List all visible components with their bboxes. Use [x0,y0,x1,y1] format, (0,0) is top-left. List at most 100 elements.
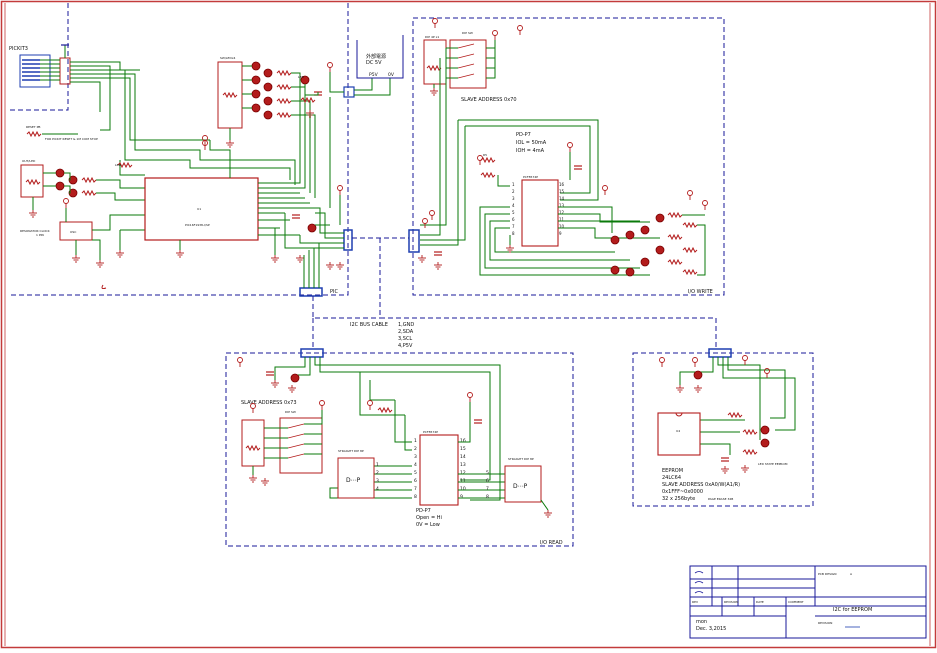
svg-text:U4: U4 [676,429,680,433]
pic-block: PIC PICKIT3 [8,3,404,297]
svg-text:3: 3 [512,196,515,201]
svg-text:4: 4 [376,486,379,492]
svg-text:PCF8574P: PCF8574P [423,430,438,434]
svg-text:7: 7 [486,486,489,492]
write-block: I/O WRITE DIP 4P x1 DIP SW SLAVE ADDRESS… [408,17,725,296]
write-ioh: IOH = 4mA [516,148,545,154]
svg-text:3: 3 [376,478,379,484]
read-slave-address: SLAVE ADDRESS 0x73 [241,400,297,406]
pic-label: PIC [330,289,338,295]
svg-text:10: 10 [559,224,565,229]
svg-text:5: 5 [414,470,417,476]
svg-text:LED STATE EEPROM: LED STATE EEPROM [758,462,788,466]
svg-text:SW/LEDx4: SW/LEDx4 [220,56,236,60]
svg-text:1: 1 [376,462,379,468]
svg-text:PCB DESIGN: PCB DESIGN [818,572,836,576]
cable-pin-4: 4,P5V [398,343,413,349]
pickit-label: PICKIT3 [9,46,28,52]
pickit-connector [19,44,71,88]
svg-text:8: 8 [486,494,489,500]
svg-text:RESET PB: RESET PB [26,125,40,129]
svg-text:11: 11 [460,478,466,484]
svg-text:1: 1 [512,182,515,187]
read-chip-name: PD-P7 [416,508,431,514]
title-block-title: I2C for EEPROM [833,607,872,613]
eeprom-part: 24LC64 [662,475,681,481]
svg-text:12: 12 [559,210,565,215]
svg-text:PCF8574P: PCF8574P [523,175,538,179]
eeprom-block-frame [632,352,814,507]
eeprom-name: EEPROM [662,468,683,474]
write-block-frame [412,17,725,296]
svg-text:A: A [850,572,853,576]
pic-mcu [144,177,259,241]
svg-text:14: 14 [460,454,466,460]
svg-text:REVISION: REVISION [724,600,738,604]
svg-text:15: 15 [559,189,565,194]
eeprom-range: 0x1FFF~0x0000 [662,489,703,495]
svg-text:DATE: DATE [756,600,764,604]
svg-text:R5: R5 [483,153,487,157]
svg-text:COMMENT: COMMENT [788,600,804,604]
svg-text:P5V: P5V [369,72,379,78]
svg-text:10: 10 [460,486,466,492]
svg-text:U1: U1 [197,207,201,211]
svg-text:STRAIGHT DIP 8P: STRAIGHT DIP 8P [508,457,534,461]
read-open-state: Open = Hi [416,515,442,521]
svg-text:5: 5 [512,210,515,215]
svg-text:REVISION: REVISION [818,621,832,625]
title-block-author: mon [696,619,707,625]
svg-text:1: 1 [414,438,417,444]
svg-text:外部電源: 外部電源 [366,53,386,60]
svg-text:OUT/LED: OUT/LED [22,159,36,163]
svg-text:13: 13 [559,203,565,208]
write-expander-chip [521,179,559,247]
write-chip-name: PD-P7 [516,132,531,138]
svg-text:11: 11 [559,217,565,222]
title-block-date: Dec. 3,2015 [696,626,726,632]
svg-text:LED: LED [298,75,305,79]
svg-text:4: 4 [414,462,417,468]
write-label: I/O WRITE [688,289,713,295]
read-block: I/O READ SLAVE ADDRESS 0x73 DIP SW [225,348,574,547]
svg-text:5: 5 [486,470,489,476]
external-power: 外部電源 DC 5V P5V 0V [356,35,404,79]
svg-text:9: 9 [460,494,463,500]
i2c-bus-cable [312,237,717,350]
title-block [689,565,927,639]
svg-text:13: 13 [460,462,466,468]
cable-pin-2: 2,SDA [398,329,414,335]
svg-text:6: 6 [414,478,417,484]
svg-text:DC 5V: DC 5V [366,60,382,66]
svg-text:FOR PICKIT RESET & 1M COM STOP: FOR PICKIT RESET & 1M COM STOP [45,137,98,141]
svg-text:DIP 4P x1: DIP 4P x1 [425,35,439,39]
svg-text:7: 7 [512,224,515,229]
svg-text:PIC16F1938-I/SP: PIC16F1938-I/SP [185,223,210,227]
svg-text:14: 14 [559,196,565,201]
eeprom-block: U4 LED STATE EEPROM EEPROM 24LC64 SLAVE … [632,348,814,507]
read-zero-state: 0V = Low [416,522,440,528]
svg-text:OSC: OSC [70,230,76,234]
svg-text:DIP SW: DIP SW [285,410,296,414]
read-block-frame [225,352,574,547]
svg-text:4: 4 [512,203,515,208]
svg-text:STRAIGHT DIP 8P: STRAIGHT DIP 8P [338,449,364,453]
read-dip-right: D⋯P [513,483,528,490]
svg-text:3: 3 [414,454,417,460]
svg-text:2: 2 [376,470,379,476]
svg-text:1 PIN: 1 PIN [36,233,44,237]
svg-text:6: 6 [512,217,515,222]
svg-text:DIP SW: DIP SW [462,31,473,35]
svg-text:9: 9 [559,231,562,236]
svg-text:LED: LED [115,163,122,167]
svg-text:2: 2 [512,189,515,194]
read-dip-left: D⋯P [346,477,361,484]
svg-text:16: 16 [460,438,466,444]
cable-title: I2C BUS CABLE [350,322,388,328]
svg-text:12: 12 [460,470,466,476]
cable-pin-3: 3,SCL [398,336,412,342]
pic-block-frame [8,3,69,111]
cable-pin-1: 1,GND [398,322,414,328]
